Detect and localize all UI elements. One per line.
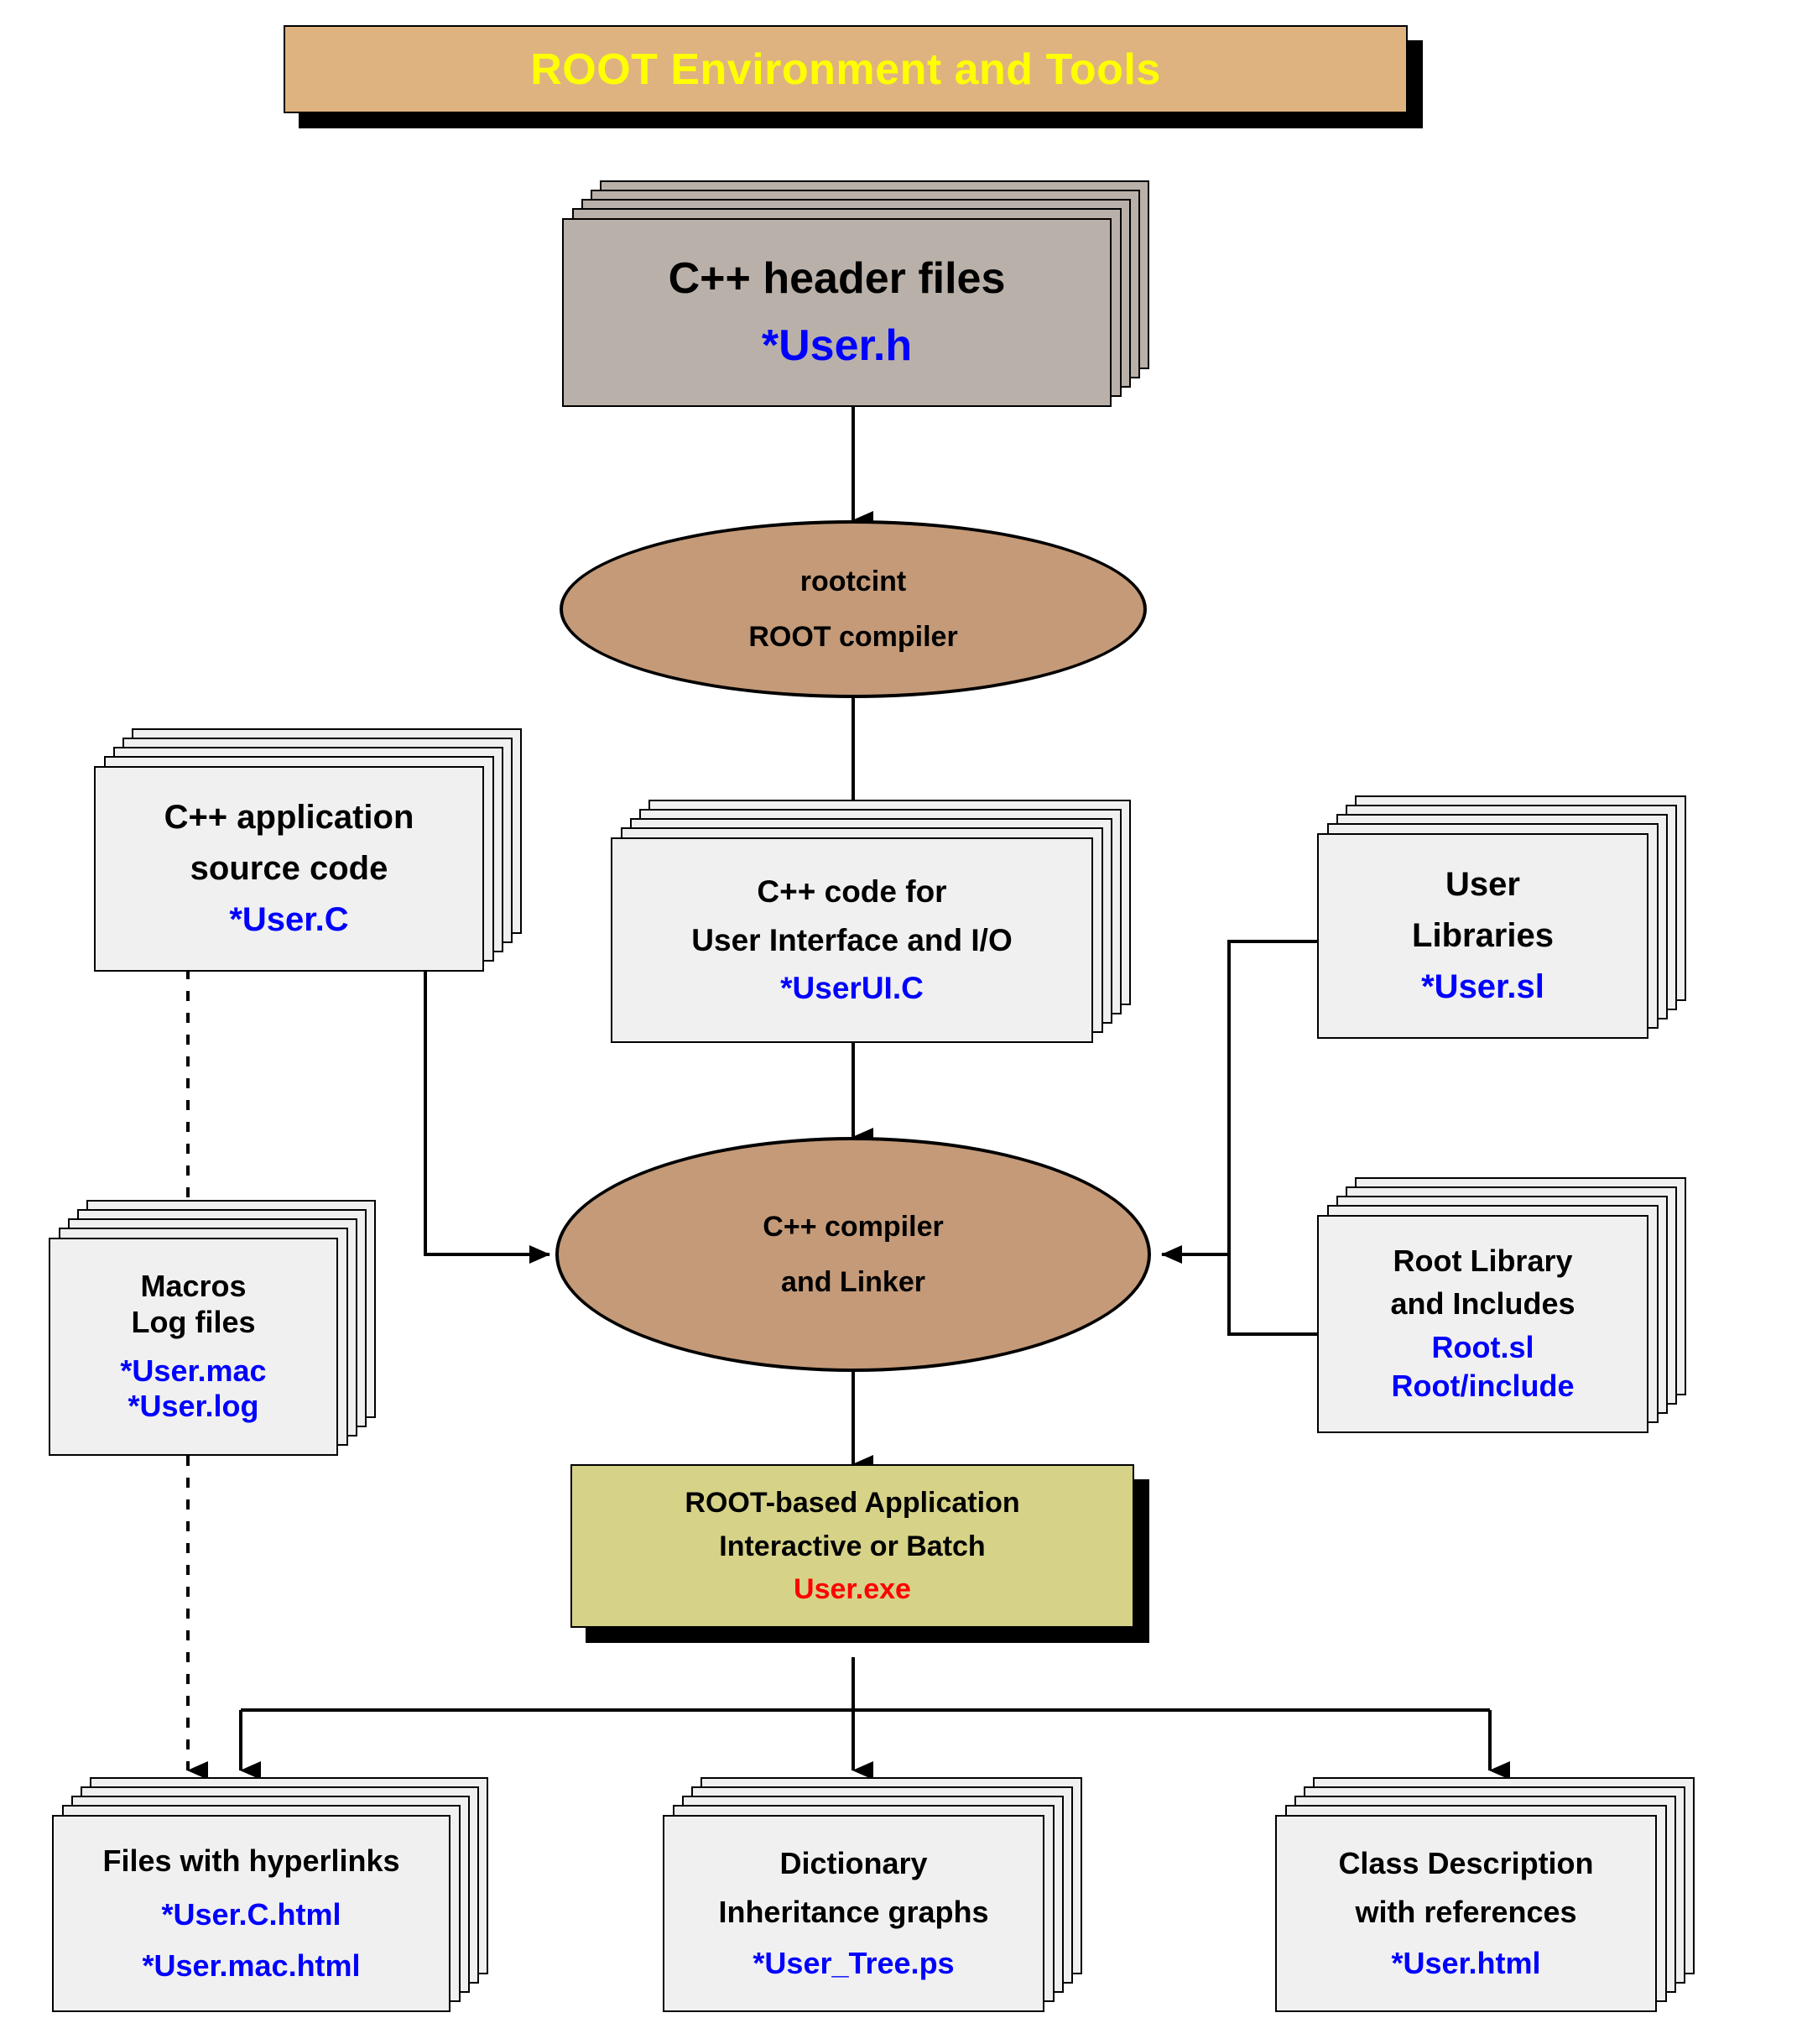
card-front: Class Description with references *User.… bbox=[1275, 1815, 1657, 2012]
card-front: Dictionary Inheritance graphs *User_Tree… bbox=[663, 1815, 1044, 2012]
card-title-line: Files with hyperlinks bbox=[102, 1843, 400, 1878]
card-title-line: Libraries bbox=[1412, 916, 1554, 954]
card-title-line: and Includes bbox=[1390, 1285, 1575, 1321]
card-front: User Libraries *User.sl bbox=[1317, 833, 1648, 1039]
card-filename: *User.sl bbox=[1421, 968, 1544, 1006]
title-banner: ROOT Environment and Tools bbox=[284, 25, 1408, 113]
node-rootcint[interactable]: rootcint ROOT compiler bbox=[560, 520, 1147, 698]
card-title-line: with references bbox=[1355, 1895, 1577, 1930]
result-title-line: Interactive or Batch bbox=[719, 1530, 986, 1562]
card-front: Root Library and Includes Root.sl Root/i… bbox=[1317, 1215, 1648, 1433]
card-title-line: User bbox=[1445, 865, 1520, 903]
node-root-library[interactable]: Root Library and Includes Root.sl Root/i… bbox=[1317, 1177, 1686, 1433]
card-filename: *User.C.html bbox=[161, 1897, 341, 1932]
card-title-line: Log files bbox=[131, 1304, 256, 1339]
title-text: ROOT Environment and Tools bbox=[530, 44, 1161, 94]
node-cpp-compiler[interactable]: C++ compiler and Linker bbox=[555, 1137, 1151, 1372]
result-executable: User.exe bbox=[794, 1573, 911, 1606]
card-title-line: Inheritance graphs bbox=[718, 1895, 989, 1930]
node-dictionary[interactable]: Dictionary Inheritance graphs *User_Tree… bbox=[663, 1777, 1082, 2012]
card-front: Files with hyperlinks *User.C.html *User… bbox=[52, 1815, 450, 2012]
ellipse-line: ROOT compiler bbox=[748, 621, 958, 653]
card-title-line: User Interface and I/O bbox=[691, 922, 1013, 957]
card-filename: *User.mac.html bbox=[142, 1948, 361, 1983]
card-filename: *User.C bbox=[229, 901, 349, 939]
card-title-line: C++ code for bbox=[757, 874, 947, 910]
card-front: C++ application source code *User.C bbox=[94, 766, 484, 972]
node-app-source[interactable]: C++ application source code *User.C bbox=[94, 728, 522, 972]
result-title-line: ROOT-based Application bbox=[685, 1486, 1020, 1519]
ellipse-line: and Linker bbox=[781, 1266, 925, 1298]
node-ui-code[interactable]: C++ code for User Interface and I/O *Use… bbox=[611, 800, 1131, 1043]
card-title-line: Dictionary bbox=[779, 1845, 928, 1880]
node-user-libraries[interactable]: User Libraries *User.sl bbox=[1317, 795, 1686, 1039]
card-title-line: Class Description bbox=[1338, 1845, 1594, 1880]
ellipse-line: C++ compiler bbox=[763, 1210, 944, 1243]
card-title-line: Root Library bbox=[1393, 1244, 1573, 1279]
card-title-line: C++ application bbox=[164, 798, 414, 836]
card-title-line: Macros bbox=[140, 1269, 247, 1304]
card-title-line: source code bbox=[190, 849, 388, 887]
card-filename: *User.h bbox=[761, 321, 913, 370]
edge-appsource-compiler bbox=[424, 969, 550, 1264]
card-filename: *User.html bbox=[1391, 1945, 1541, 1980]
card-filename: *User.log bbox=[128, 1389, 259, 1424]
node-macros-logs[interactable]: Macros Log files *User.mac *User.log bbox=[49, 1200, 376, 1456]
card-front: Macros Log files *User.mac *User.log bbox=[49, 1238, 338, 1456]
edge-rootapp-bus bbox=[239, 1657, 1492, 1758]
node-root-app[interactable]: ROOT-based Application Interactive or Ba… bbox=[570, 1464, 1134, 1628]
card-filename: Root/include bbox=[1391, 1369, 1575, 1404]
card-filename: *UserUI.C bbox=[780, 971, 924, 1006]
node-header-files[interactable]: C++ header files *User.h bbox=[562, 180, 1149, 407]
edge-libraries-compiler bbox=[1227, 940, 1319, 1336]
node-class-description[interactable]: Class Description with references *User.… bbox=[1275, 1777, 1695, 2012]
card-front: C++ header files *User.h bbox=[562, 218, 1112, 407]
card-filename: *User.mac bbox=[120, 1353, 267, 1388]
card-title-line: C++ header files bbox=[668, 254, 1006, 304]
node-hyperlink-files[interactable]: Files with hyperlinks *User.C.html *User… bbox=[52, 1777, 488, 2012]
card-front: C++ code for User Interface and I/O *Use… bbox=[611, 837, 1093, 1043]
ellipse-line: rootcint bbox=[799, 565, 907, 597]
card-filename: Root.sl bbox=[1431, 1330, 1534, 1364]
card-filename: *User_Tree.ps bbox=[753, 1945, 955, 1980]
